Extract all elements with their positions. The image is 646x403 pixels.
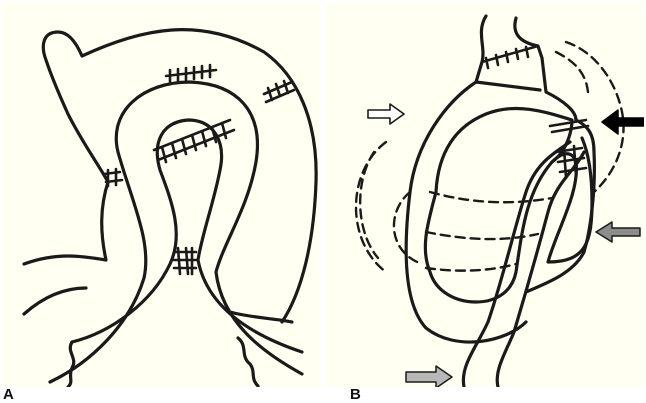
panel-b xyxy=(326,2,644,387)
bowel-end-left xyxy=(68,342,74,387)
bottom-left xyxy=(24,288,86,314)
open-arrow-icon xyxy=(368,104,404,124)
pouch-outline xyxy=(406,16,576,342)
diagram-b xyxy=(326,2,644,387)
staple-line-top xyxy=(166,65,216,82)
gray-arrow-icon xyxy=(596,222,640,242)
diagram-a xyxy=(2,2,320,387)
remnant-dashed-mid xyxy=(426,192,552,271)
panel-label-b: B xyxy=(350,388,361,402)
staple-line-left xyxy=(104,169,122,186)
panel-a xyxy=(2,2,320,387)
staple-b-top xyxy=(482,46,538,68)
remnant-dashed-left xyxy=(356,142,422,272)
bowel-end-right xyxy=(238,338,258,386)
light-gray-arrow-icon xyxy=(406,366,452,387)
staple-line-right xyxy=(264,81,294,102)
panel-label-a: A xyxy=(3,388,14,402)
anastomosis xyxy=(174,248,196,274)
staple-b-right xyxy=(550,120,588,132)
